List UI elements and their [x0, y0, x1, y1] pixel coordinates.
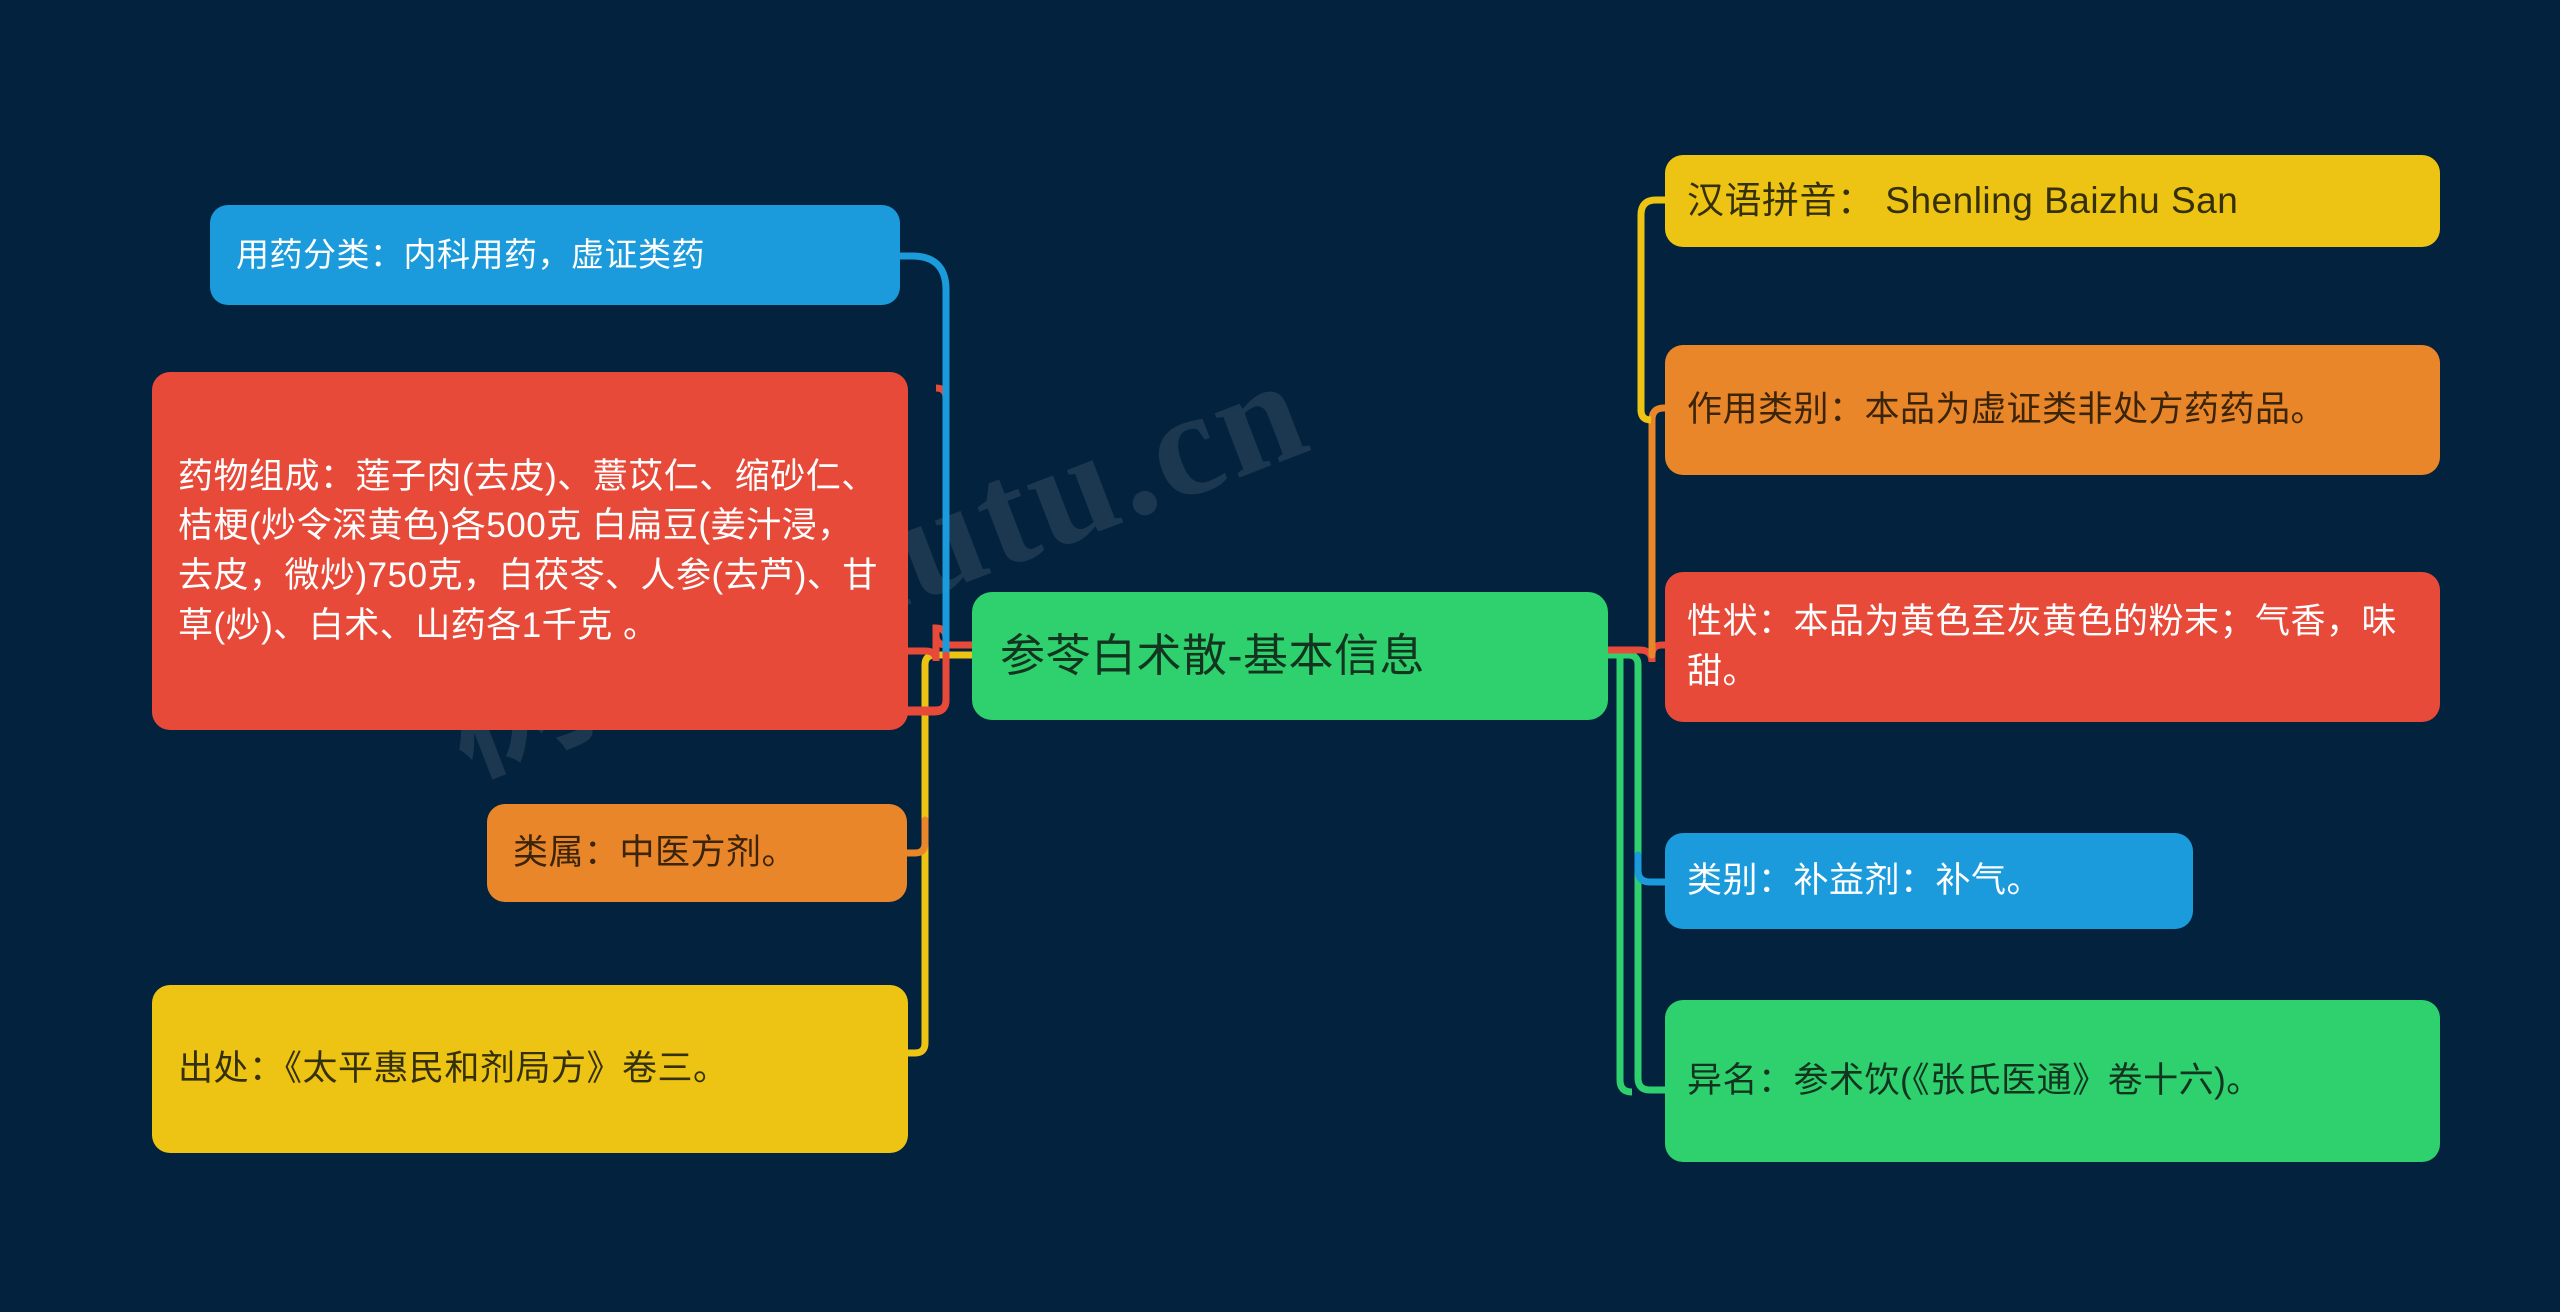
node-zuoyong-leibie[interactable]: 作用类别：本品为虚证类非处方药药品。: [1665, 345, 2440, 475]
connector-yaowu-zucheng: [904, 634, 976, 662]
node-yaowu-zucheng[interactable]: 药物组成：莲子肉(去皮)、薏苡仁、缩砂仁、桔梗(炒令深黄色)各500克 白扁豆(…: [152, 372, 908, 730]
connector-red-left-branch: [901, 651, 950, 716]
node-leibie[interactable]: 类别：补益剂：补气。: [1665, 833, 2193, 929]
connector-leibie: [1634, 851, 1672, 886]
node-leishu[interactable]: 类属：中医方剂。: [487, 804, 907, 902]
node-label: 用药分类：内科用药，虚证类药: [236, 235, 705, 273]
connector-yellow-riser: [1637, 409, 1652, 424]
connector-green-riser: [1616, 655, 1633, 1096]
connector-yaowu-zucheng-vertical: [935, 384, 950, 648]
connector-xingzhuang: [1604, 641, 1676, 663]
node-center-participant[interactable]: 参苓白术散-基本信息: [972, 592, 1608, 720]
node-label: 作用类别：本品为虚证类非处方药药品。: [1687, 390, 2327, 430]
node-yongyao-fenlei[interactable]: 用药分类：内科用药，虚证类药: [210, 205, 900, 305]
node-label: 异名：参术饮(《张氏医通》卷十六)。: [1687, 1061, 2262, 1101]
node-label: 性状：本品为黄色至灰黄色的粉末；气香，味甜。: [1687, 602, 2398, 691]
node-xingzhuang[interactable]: 性状：本品为黄色至灰黄色的粉末；气香，味甜。: [1665, 572, 2440, 722]
center-node-label: 参苓白术散-基本信息: [1000, 630, 1425, 682]
node-label: 类属：中医方剂。: [513, 833, 798, 873]
node-chuchu[interactable]: 出处：《太平惠民和剂局方》卷三。: [152, 985, 908, 1153]
node-label: 类别：补益剂：补气。: [1687, 861, 2043, 901]
connector-chuchu: [896, 651, 976, 1057]
node-yiming[interactable]: 异名：参术饮(《张氏医通》卷十六)。: [1665, 1000, 2440, 1162]
node-hanyu-pinyin[interactable]: 汉语拼音： Shenling Baizhu San: [1665, 155, 2440, 247]
node-label: 汉语拼音： Shenling Baizhu San: [1687, 179, 2239, 221]
connector-yaowu-zucheng-stub: [901, 651, 950, 714]
node-label: 出处：《太平惠民和剂局方》卷三。: [178, 1049, 729, 1089]
connector-yiming: [1604, 651, 1669, 1094]
node-label: 药物组成：莲子肉(去皮)、薏苡仁、缩砂仁、桔梗(炒令深黄色)各500克 白扁豆(…: [178, 456, 878, 645]
connector-yaowu-zucheng-trunk: [932, 624, 950, 655]
